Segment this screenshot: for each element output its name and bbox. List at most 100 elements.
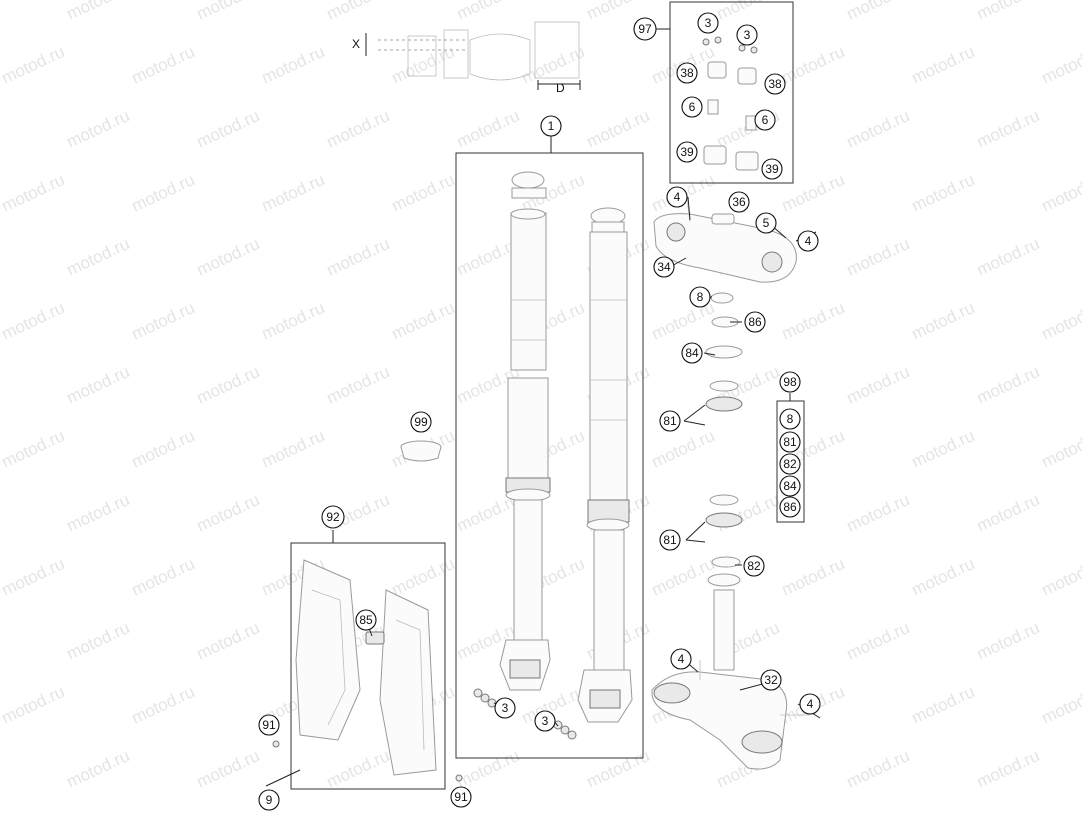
clamp-kit-parts: [702, 36, 759, 171]
callout-seal-86: 86: [744, 311, 766, 333]
watermark-text: motod.ru: [64, 106, 133, 152]
svg-text:91: 91: [262, 718, 276, 732]
callout-layer: 1 97 3 3 38 38 6 6 39 39 4 36 5 4 34 8 8…: [258, 12, 821, 811]
svg-text:4: 4: [805, 234, 812, 248]
callout-screw-91-left: 91: [258, 714, 280, 736]
watermark-text: motod.ru: [974, 106, 1043, 152]
svg-text:39: 39: [765, 162, 779, 176]
watermark-text: motod.ru: [324, 0, 393, 24]
watermark-text: motod.ru: [324, 746, 393, 792]
watermark-text: motod.ru: [974, 618, 1043, 664]
svg-text:81: 81: [663, 533, 677, 547]
watermark-text: motod.ru: [844, 362, 913, 408]
callout-front-fork-assembly: 1: [540, 115, 562, 137]
watermark-text: motod.ru: [909, 554, 978, 600]
callout-cap-99: 99: [410, 411, 432, 433]
clamp-kit-frame: [669, 1, 794, 184]
watermark-text: motod.ru: [649, 426, 718, 472]
watermark-text: motod.ru: [0, 554, 67, 600]
callout-clamp-kit-nut-left: 3: [697, 12, 719, 34]
svg-text:81: 81: [783, 435, 797, 449]
watermark-text: motod.ru: [844, 0, 913, 24]
callout-nut-3-right: 3: [534, 710, 556, 732]
dimension-d-label: D: [556, 81, 565, 95]
watermark-text: motod.ru: [714, 0, 783, 24]
watermark-text: motod.ru: [779, 554, 848, 600]
watermark-text: motod.ru: [64, 234, 133, 280]
callout-screw-91-bottom: 91: [450, 786, 472, 808]
svg-text:32: 32: [764, 673, 778, 687]
watermark-text: motod.ru: [64, 746, 133, 792]
watermark-text: motod.ru: [64, 0, 133, 24]
svg-text:3: 3: [502, 701, 509, 715]
watermark-text: motod.ru: [129, 426, 198, 472]
watermark-text: motod.ru: [64, 362, 133, 408]
svg-text:82: 82: [783, 457, 797, 471]
svg-text:82: 82: [747, 559, 761, 573]
watermark-text: motod.ru: [129, 554, 198, 600]
svg-text:38: 38: [768, 77, 782, 91]
watermark-text: motod.ru: [974, 234, 1043, 280]
watermark-text: motod.ru: [779, 298, 848, 344]
watermark-text: motod.ru: [844, 618, 913, 664]
watermark-text: motod.ru: [0, 170, 67, 216]
watermark-text: motod.ru: [779, 42, 848, 88]
callout-clamp-kit-6-left: 6: [681, 96, 703, 118]
callout-fork-guard-kit: 92: [321, 505, 345, 529]
callout-nut-3-left: 3: [494, 697, 516, 719]
watermark-text: motod.ru: [974, 746, 1043, 792]
watermark-text: motod.ru: [129, 682, 198, 728]
watermark-text: motod.ru: [909, 42, 978, 88]
svg-text:4: 4: [807, 697, 814, 711]
watermark-text: motod.ru: [0, 362, 2, 408]
watermark-text: motod.ru: [259, 170, 328, 216]
svg-text:8: 8: [697, 290, 704, 304]
watermark-text: motod.ru: [454, 0, 523, 24]
watermark-text: motod.ru: [64, 490, 133, 536]
svg-text:99: 99: [414, 415, 428, 429]
callout-clamp-kit-nut-right: 3: [736, 24, 758, 46]
callout-clamp-kit-6-right: 6: [754, 109, 776, 131]
callout-ring-84: 84: [681, 342, 703, 364]
fork-guard-right: [365, 589, 437, 776]
watermark-text: motod.ru: [259, 426, 328, 472]
watermark-text: motod.ru: [324, 106, 393, 152]
watermark-text: motod.ru: [649, 554, 718, 600]
watermark-text: motod.ru: [0, 0, 2, 24]
watermark-text: motod.ru: [324, 362, 393, 408]
fork-guard-screws: [265, 740, 463, 787]
svg-text:85: 85: [359, 613, 373, 627]
callout-screw-9: 9: [258, 789, 280, 811]
watermark-text: motod.ru: [129, 298, 198, 344]
svg-text:8: 8: [787, 412, 794, 426]
callout-lower-triple-clamp: 32: [760, 669, 782, 691]
watermark-text: motod.ru: [454, 106, 523, 152]
callout-bearing-kit-8: 8: [779, 408, 801, 430]
svg-text:1: 1: [548, 119, 555, 133]
watermark-text: motod.ru: [194, 618, 263, 664]
watermark-text: motod.ru: [194, 106, 263, 152]
watermark-text: motod.ru: [0, 42, 67, 88]
svg-text:86: 86: [748, 315, 762, 329]
watermark-text: motod.ru: [909, 298, 978, 344]
watermark-text: motod.ru: [0, 746, 2, 792]
cap-99-part: [400, 440, 442, 462]
callout-clamp-kit-39-right: 39: [761, 158, 783, 180]
watermark-text: motod.ru: [909, 426, 978, 472]
watermark-text: motod.ru: [519, 42, 588, 88]
callout-bearing-kit-86: 86: [779, 496, 801, 518]
callout-clamp-kit-38-right: 38: [764, 73, 786, 95]
watermark-text: motod.ru: [389, 554, 458, 600]
watermark-text: motod.ru: [389, 42, 458, 88]
watermark-text: motod.ru: [194, 234, 263, 280]
callout-clamp-kit: 97: [633, 17, 657, 41]
callout-bearing-kit-81: 81: [779, 431, 801, 453]
fork-guard-frame: [290, 542, 446, 790]
watermark-text: motod.ru: [974, 362, 1043, 408]
svg-text:84: 84: [685, 346, 699, 360]
fork-bottom-nuts: [473, 688, 577, 740]
callout-bearing-kit-84: 84: [779, 475, 801, 497]
watermark-text: motod.ru: [0, 490, 2, 536]
svg-text:81: 81: [663, 414, 677, 428]
watermark-text: motod.ru: [844, 490, 913, 536]
